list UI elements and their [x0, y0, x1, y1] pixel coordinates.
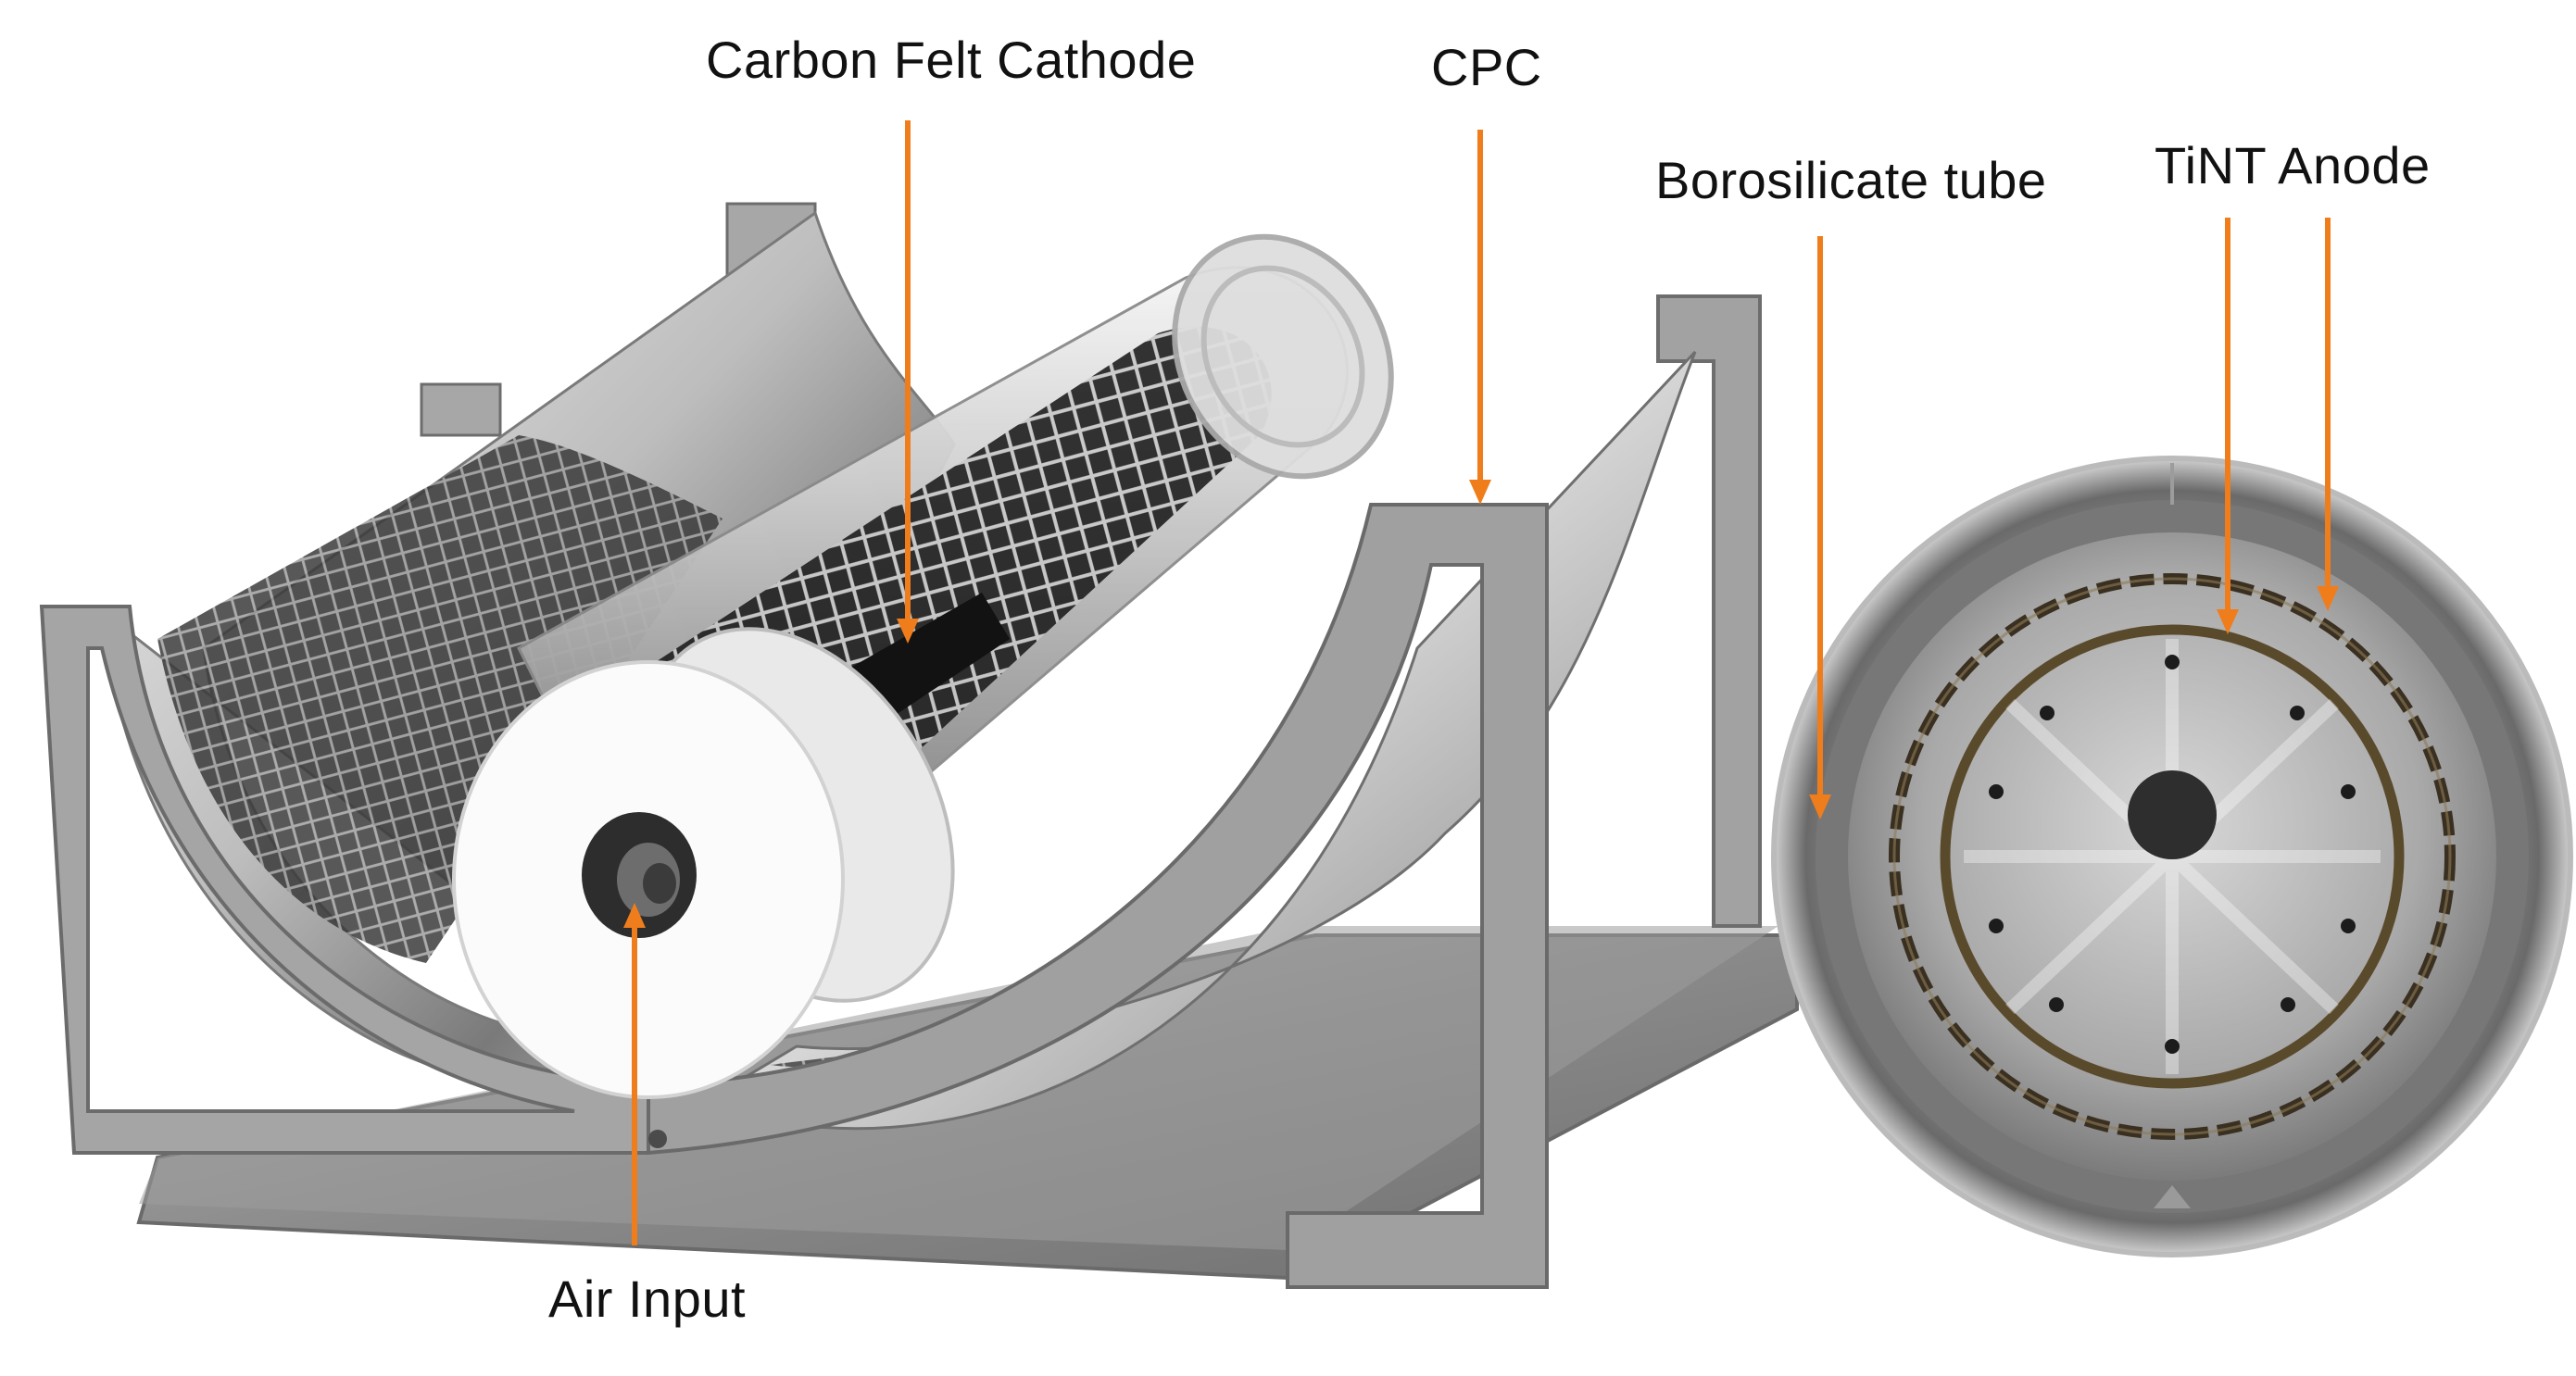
cpc-leader-line — [1469, 130, 1491, 505]
label-air-input: Air Input — [548, 1269, 746, 1329]
cross-section-core — [2128, 770, 2217, 859]
label-tint-anode: TiNT Anode — [2155, 135, 2431, 195]
label-carbon-felt-cathode: Carbon Felt Cathode — [706, 30, 1196, 90]
label-cpc: CPC — [1431, 37, 1542, 97]
cpc-reactor-assembly — [42, 197, 1797, 1287]
label-borosilicate-tube: Borosilicate tube — [1655, 150, 2047, 210]
tube-cross-section — [1774, 458, 2570, 1255]
